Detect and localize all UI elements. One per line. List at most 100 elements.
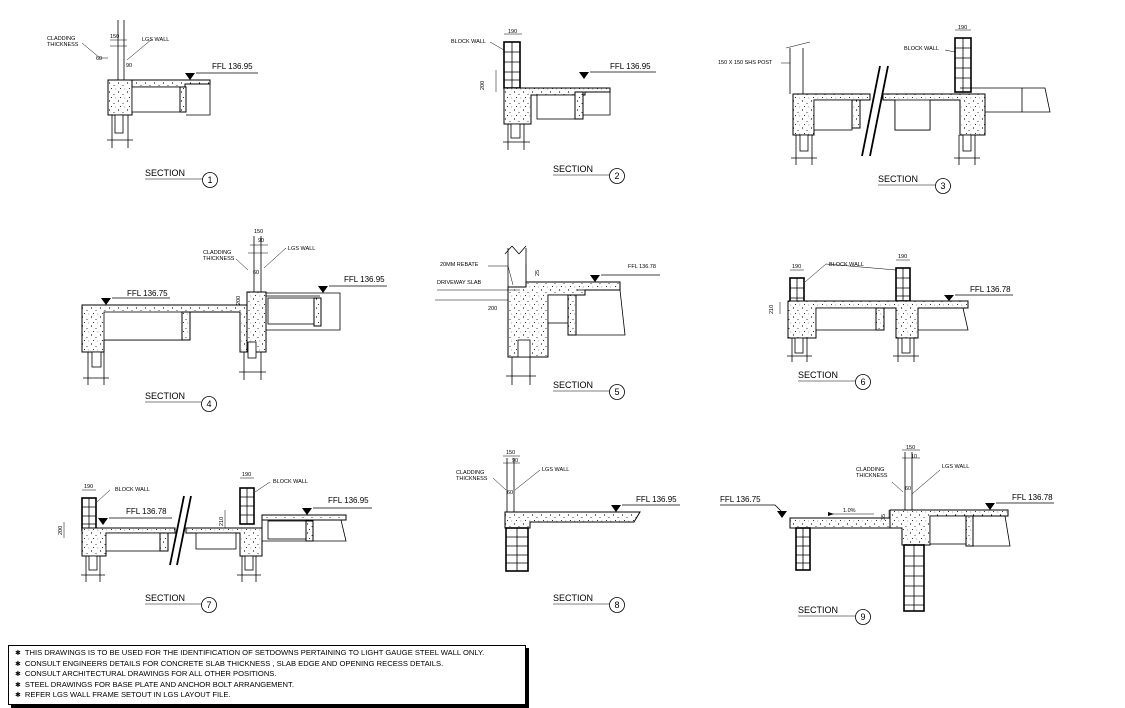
dimension-text: 200 [488, 306, 497, 312]
ffl-level-label: FFL 136.75 [127, 289, 168, 298]
section-number: 3 [940, 181, 945, 191]
dimension-text: 90 [258, 238, 264, 244]
dimension-text: 60 [905, 486, 911, 492]
block-wall-label: BLOCK WALL [904, 46, 939, 52]
ffl-level-label: FFL 136.95 [212, 62, 253, 71]
shs-post-label: 150 X 150 SHS POST [718, 60, 773, 66]
lgs-wall-label: LGS WALL [288, 246, 315, 252]
note-item: CONSULT ENGINEERS DETAILS FOR CONCRETE S… [15, 659, 519, 670]
ffl-level-label: FFL 136.75 [720, 495, 761, 504]
note-item: REFER LGS WALL FRAME SETOUT IN LGS LAYOU… [15, 690, 519, 701]
block-wall-label: BLOCK WALL [115, 487, 150, 493]
level-marker [185, 73, 195, 80]
dimension-text: 210 [769, 305, 775, 314]
dimension-text: 210 [219, 517, 225, 526]
cladding-label-1: CLADDING [856, 467, 884, 473]
section-9-detail: CLADDING THICKNESS LGS WALL 150 10 60 35… [720, 445, 1054, 625]
section-title: SECTION [145, 168, 185, 178]
level-marker [590, 275, 600, 282]
dimension-text: 190 [958, 25, 967, 31]
section-title: SECTION [145, 593, 185, 603]
lgs-wall-label: LGS WALL [942, 464, 969, 470]
level-marker [98, 518, 108, 525]
dimension-text: 200 [58, 526, 64, 535]
dimension-text: 190 [508, 29, 517, 35]
section-title: SECTION [553, 593, 593, 603]
section-number: 1 [207, 175, 212, 185]
ffl-level-label: FFL 136.95 [344, 275, 385, 284]
rebate-label: 20MM REBATE [440, 262, 479, 268]
section-1-detail: CLADDING THICKNESS LGS WALL 150 90 60 FF… [47, 20, 258, 188]
ffl-level-label: FFL 136.78 [126, 507, 167, 516]
dimension-text: 200 [480, 81, 486, 90]
lgs-wall-label: LGS WALL [142, 37, 169, 43]
dimension-text: 90 [512, 458, 518, 464]
level-marker [579, 72, 589, 79]
section-title: SECTION [878, 174, 918, 184]
section-title: SECTION [553, 380, 593, 390]
section-number: 9 [860, 612, 865, 622]
section-3-detail: 150 X 150 SHS POST BLOCK WALL 190 SECTIO… [718, 25, 1051, 194]
slope-label: 1.0% [843, 508, 856, 514]
section-title: SECTION [798, 605, 838, 615]
ffl-level-label: FFL 136.78 [1012, 493, 1053, 502]
cladding-label-2: THICKNESS [203, 256, 235, 262]
cladding-label-2: THICKNESS [456, 476, 488, 482]
level-marker [777, 511, 787, 518]
section-7-detail: BLOCK WALL BLOCK WALL 190 190 200 210 FF… [58, 472, 372, 613]
section-number: 7 [206, 600, 211, 610]
section-2-detail: BLOCK WALL 190 200 FFL 136.95 SECTION 2 [451, 29, 656, 184]
dimension-text: 60 [253, 270, 259, 276]
dimension-text: 10 [911, 454, 917, 460]
cladding-label-2: THICKNESS [47, 42, 79, 48]
section-number: 4 [206, 399, 211, 409]
level-marker [101, 298, 111, 305]
section-4-detail: CLADDING THICKNESS LGS WALL 150 90 60 20… [81, 229, 387, 412]
note-item: STEEL DRAWINGS FOR BASE PLATE AND ANCHOR… [15, 680, 519, 691]
dimension-text: 190 [242, 472, 251, 478]
general-notes-box: THIS DRAWINGS IS TO BE USED FOR THE IDEN… [8, 645, 526, 705]
dimension-text: 150 [906, 445, 915, 451]
level-marker [985, 503, 995, 510]
block-wall-label: BLOCK WALL [829, 262, 864, 268]
ffl-level-label: FFL 136.95 [610, 62, 651, 71]
cladding-label-1: CLADDING [456, 470, 484, 476]
dimension-text: 25 [535, 270, 541, 276]
section-title: SECTION [798, 370, 838, 380]
cladding-label-1: CLADDING [47, 36, 75, 42]
block-wall-label: BLOCK WALL [273, 479, 308, 485]
cladding-label-1: CLADDING [203, 250, 231, 256]
section-6-detail: BLOCK WALL 190 190 210 FFL 136.78 SECTIO… [769, 254, 1013, 390]
section-number: 5 [614, 387, 619, 397]
dimension-text: 150 [506, 450, 515, 456]
level-marker [944, 295, 954, 301]
section-8-detail: CLADDING THICKNESS LGS WALL 150 90 60 FF… [456, 450, 680, 613]
dimension-text: 150 [110, 34, 119, 40]
dimension-text: 200 [236, 296, 242, 305]
section-title: SECTION [553, 164, 593, 174]
dimension-text: 150 [254, 229, 263, 235]
cladding-label-2: THICKNESS [856, 473, 888, 479]
section-5-detail: 20MM REBATE DRIVEWAY SLAB 200 25 FFL 136… [435, 245, 660, 400]
section-title: SECTION [145, 391, 185, 401]
note-item: CONSULT ARCHITECTURAL DRAWINGS FOR ALL O… [15, 669, 519, 680]
level-marker [318, 286, 328, 293]
ffl-level-label: FFL 136.95 [636, 495, 677, 504]
dimension-text: 190 [84, 484, 93, 490]
section-number: 6 [860, 377, 865, 387]
dimension-text: 60 [96, 56, 102, 62]
dimension-text: 60 [507, 490, 513, 496]
ffl-level-label: FFL 136.78 [970, 285, 1011, 294]
dimension-text: 90 [126, 63, 132, 69]
ffl-level-label: FFL 136.78 [628, 264, 656, 270]
dimension-text: 35 [881, 514, 887, 520]
lgs-wall-label: LGS WALL [542, 467, 569, 473]
section-number: 8 [614, 600, 619, 610]
note-item: THIS DRAWINGS IS TO BE USED FOR THE IDEN… [15, 648, 519, 659]
ffl-level-label: FFL 136.95 [328, 496, 369, 505]
block-wall-label: BLOCK WALL [451, 39, 486, 45]
dimension-text: 190 [792, 264, 801, 270]
level-marker [611, 505, 621, 512]
driveway-slab-label: DRIVEWAY SLAB [437, 280, 482, 286]
